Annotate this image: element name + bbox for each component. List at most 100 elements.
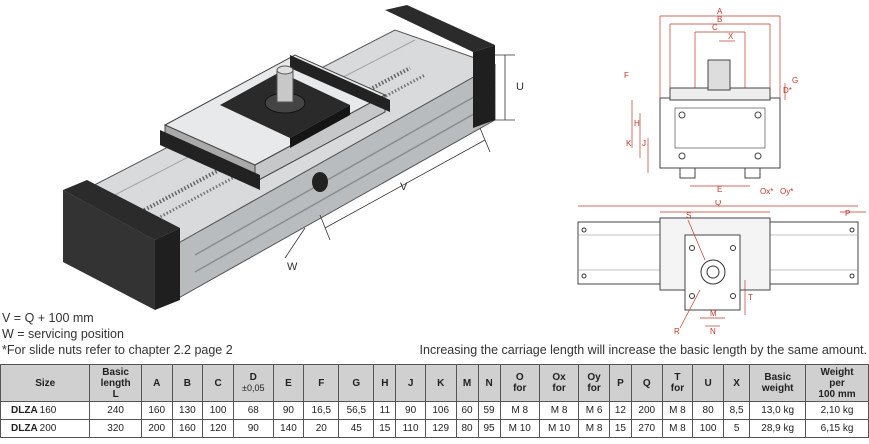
column-header-text: C (214, 377, 222, 389)
column-header-text: per (829, 377, 845, 389)
table-cell: 60 (455, 401, 479, 420)
dim-m-label: M (710, 309, 717, 318)
column-header-text: for (670, 383, 685, 394)
table-cell: 160 (171, 419, 204, 438)
table-cell: M 8 (578, 419, 610, 438)
column-header-text: Weight (820, 366, 854, 378)
table-cell: 8,5 (722, 401, 751, 420)
column-header: D±0,05 (232, 364, 274, 402)
dim-h-label: H (634, 119, 640, 128)
table-cell: 28,9 kg (749, 419, 807, 438)
dim-a-label: A (717, 8, 723, 16)
table-cell: 140 (272, 419, 305, 438)
column-header-text: length (100, 377, 131, 389)
dim-j-label: J (642, 139, 646, 148)
column-header: C (202, 364, 234, 402)
linear-unit-illustration: U V W (63, 5, 524, 310)
table-cell: 15 (608, 419, 632, 438)
table-cell: 90 (232, 419, 274, 438)
table-cell: 80 (692, 401, 724, 420)
column-header: P (608, 364, 632, 402)
dim-t-label: T (748, 293, 753, 302)
table-cell: 130 (171, 401, 204, 420)
model-name: DLZA (11, 423, 38, 434)
table-cell: 100 (202, 401, 234, 420)
column-header-text: G (352, 377, 361, 389)
dim-p-label: P (845, 209, 850, 218)
table-cell: 68 (232, 401, 274, 420)
column-header: Size (0, 364, 91, 402)
column-header-text: T (674, 372, 681, 383)
table-cell: 13,0 kg (749, 401, 807, 420)
table-cell: 100 (692, 419, 724, 438)
table-cell: M 10 (538, 419, 580, 438)
column-header-text: M (462, 377, 472, 389)
column-header-text: ±0,05 (242, 383, 265, 393)
table-cell: 5 (722, 419, 751, 438)
column-header-text: O (515, 372, 524, 383)
table-cell: 59 (477, 401, 501, 420)
dim-w-label: W (287, 261, 298, 273)
table-cell: 6,15 kg (805, 419, 869, 438)
table-cell: 90 (395, 401, 426, 420)
note-w-servicing: W = servicing position (2, 327, 124, 341)
table-cell: 120 (202, 419, 234, 438)
column-header: U (692, 364, 724, 402)
dim-d-label: D* (783, 86, 792, 95)
note-carriage-length: Increasing the carriage length will incr… (419, 343, 867, 357)
column-header: F (303, 364, 340, 402)
column-header-text: P (617, 377, 624, 389)
table-cell: 16,5 (303, 401, 340, 420)
dim-ox-label: Ox* (760, 187, 773, 196)
dim-oy-label: Oy* (780, 187, 793, 196)
dim-q-label: Q (715, 200, 721, 207)
dim-v-label: V (400, 181, 408, 193)
table-cell: 56,5 (338, 401, 375, 420)
table-cell: M 8 (538, 401, 580, 420)
table-cell: 80 (455, 419, 479, 438)
dim-k-label: K (626, 139, 632, 148)
column-header-text: B (183, 377, 191, 389)
note-slide-nuts: *For slide nuts refer to chapter 2.2 pag… (2, 343, 233, 357)
table-cell: 200 (630, 401, 663, 420)
column-header-text: Basic (102, 366, 129, 378)
dim-r-label: R (674, 327, 680, 336)
table-cell: M 6 (578, 401, 610, 420)
column-header-text: Q (642, 377, 651, 389)
column-header-text: for (513, 383, 527, 394)
table-cell: 15 (373, 419, 397, 438)
table-cell: 200 (140, 419, 173, 438)
column-header-text: Basic (764, 372, 792, 383)
top-view-drawing: Q P S R M N T (577, 200, 866, 336)
table-cell: 106 (424, 401, 457, 420)
table-cell: 270 (630, 419, 663, 438)
dim-e-label: E (717, 185, 722, 194)
dim-f-label: F (624, 71, 629, 80)
table-cell: 45 (338, 419, 375, 438)
column-header: G (338, 364, 375, 402)
dim-u-label: U (516, 81, 524, 93)
model-size: 160 (39, 405, 57, 416)
table-cell: M 10 (499, 419, 540, 438)
table-cell: 95 (477, 419, 501, 438)
table-cell: 20 (303, 419, 340, 438)
column-header-text: E (285, 377, 292, 389)
front-view-drawing: A B C X F G D* H K J E Ox* Oy* (624, 8, 798, 196)
column-header-text: U (704, 377, 712, 389)
column-header: M (455, 364, 479, 402)
dim-b-label: B (717, 15, 722, 24)
column-header: K (424, 364, 457, 402)
column-header-text: weight (761, 383, 794, 394)
dim-g-label: G (792, 76, 798, 85)
column-header-text: L (112, 388, 119, 400)
model-name: DLZA (11, 405, 38, 416)
column-header-text: H (381, 377, 389, 389)
table-cell: 12 (608, 401, 632, 420)
